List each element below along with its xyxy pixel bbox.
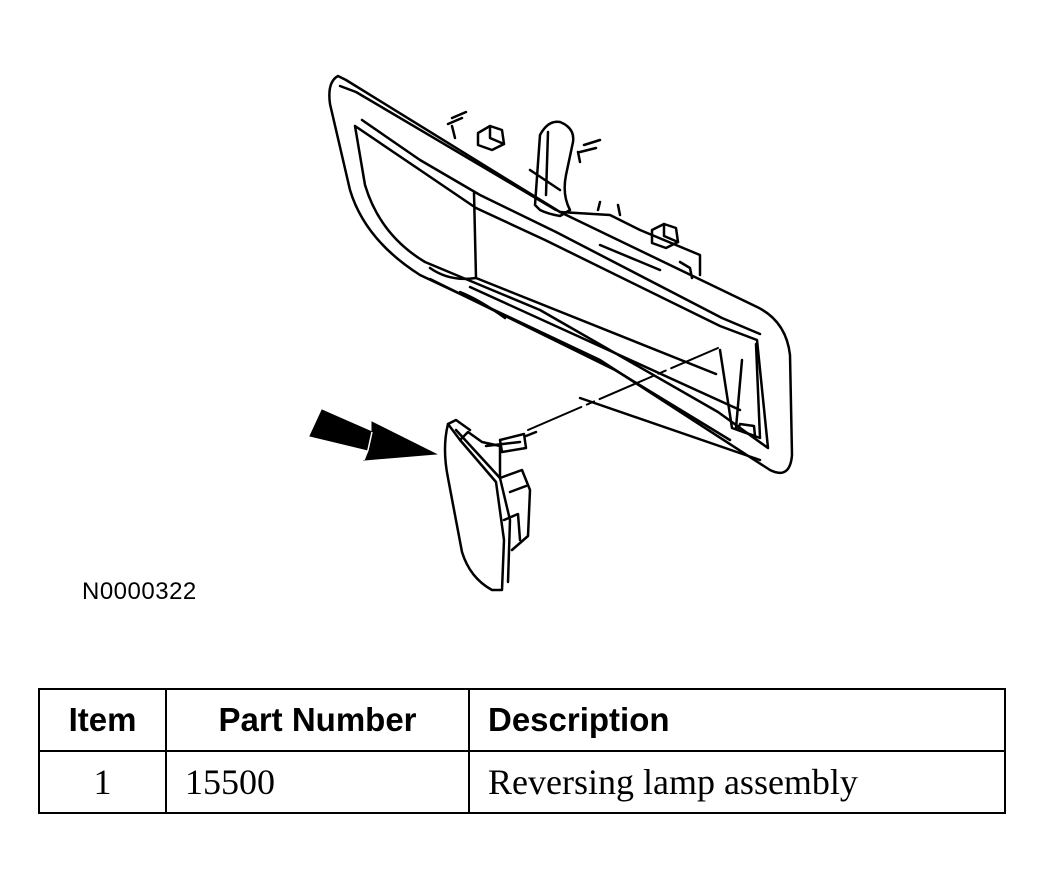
parts-table: Item Part Number Description 1 15500 Rev… xyxy=(38,688,1006,814)
cell-part-number: 15500 xyxy=(165,750,470,814)
reversing-lamp-shape xyxy=(443,418,538,592)
header-part-number: Part Number xyxy=(165,688,470,752)
table-row: 1 15500 Reversing lamp assembly xyxy=(38,750,1006,814)
header-description: Description xyxy=(468,688,1006,752)
exploded-view-illustration xyxy=(309,74,794,592)
alignment-line xyxy=(527,347,719,431)
header-item: Item xyxy=(38,688,167,752)
cell-item: 1 xyxy=(38,750,167,814)
table-header-row: Item Part Number Description xyxy=(38,688,1006,752)
indicator-arrow xyxy=(309,409,438,461)
figure-code-label: N0000322 xyxy=(82,578,197,605)
bezel-housing xyxy=(328,74,794,475)
cell-description: Reversing lamp assembly xyxy=(468,750,1006,814)
